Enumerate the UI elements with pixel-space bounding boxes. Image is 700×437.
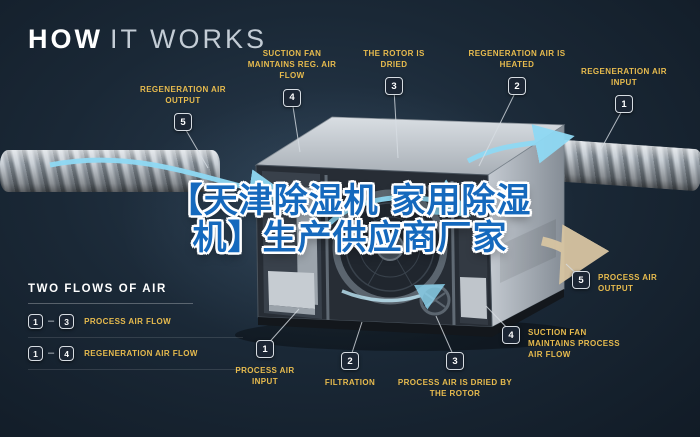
airflow-arrow-rotor <box>328 179 472 225</box>
side-panel-vent <box>500 219 556 283</box>
callout-badge: 5 <box>572 271 590 289</box>
callout-label: SUCTION FAN MAINTAINS PROCESS AIR FLOW <box>528 328 620 360</box>
legend-item-process-air: 1 – 3 PROCESS AIR FLOW <box>28 306 243 338</box>
legend-badge-from: 1 <box>28 346 43 361</box>
callout-rotor-dried: THE ROTOR IS DRIED 3 <box>352 48 436 96</box>
lower-unit-left <box>268 271 315 309</box>
callout-badge: 1 <box>615 95 633 114</box>
callout-badge: 3 <box>446 352 464 370</box>
watermark-line-1: 【天津除湿机 家用除湿 <box>168 181 532 221</box>
callout-label: FILTRATION <box>324 378 376 387</box>
callout-badge: 3 <box>385 77 403 96</box>
callout-label: REGENERATION AIR IS HEATED <box>468 49 566 70</box>
callout-label: SUCTION FAN MAINTAINS REG. AIR FLOW <box>247 49 337 81</box>
callout-suction-fan-reg: SUCTION FAN MAINTAINS REG. AIR FLOW 4 <box>244 48 340 107</box>
legend-badge-to: 3 <box>59 314 75 329</box>
legend-label: PROCESS AIR FLOW <box>84 317 172 326</box>
lower-unit-right <box>460 277 487 319</box>
callout-label: REGENERATION AIR INPUT <box>581 67 667 88</box>
process-airflow-arrow-in <box>49 157 289 209</box>
legend-badge-from: 1 <box>28 314 43 329</box>
callout-badge: 4 <box>283 88 301 107</box>
two-flows-legend: TWO FLOWS OF AIR 1 – 3 PROCESS AIR FLOW … <box>28 283 268 370</box>
callout-process-air-dried: 3 PROCESS AIR IS DRIED BY THE ROTOR <box>395 352 515 399</box>
callout-process-air-output: 5 PROCESS AIR OUTPUT <box>572 271 682 294</box>
callout-label: PROCESS AIR OUTPUT <box>598 273 658 294</box>
legend-label: REGENERATION AIR FLOW <box>84 349 198 358</box>
callout-label: PROCESS AIR IS DRIED BY THE ROTOR <box>397 378 513 399</box>
callout-label: REGENERATION AIR OUTPUT <box>140 85 226 106</box>
callout-badge: 2 <box>508 77 526 96</box>
callout-filtration: 2 FILTRATION <box>310 352 390 388</box>
watermark-line-2: 机】生产供应商厂家 <box>192 218 508 259</box>
process-airflow-arrow-lower <box>341 284 446 310</box>
callout-badge: 4 <box>502 326 520 344</box>
title-bold: HOW <box>28 24 103 54</box>
legend-heading: TWO FLOWS OF AIR <box>28 283 167 295</box>
callout-badge: 2 <box>341 352 359 370</box>
legend-range-dash: – <box>48 347 55 359</box>
machine-base <box>258 289 564 337</box>
callout-regeneration-air-heated: REGENERATION AIR IS HEATED 2 <box>458 48 576 96</box>
legend-item-regeneration-air: 1 – 4 REGENERATION AIR FLOW <box>28 338 243 370</box>
callout-badge: 1 <box>256 340 274 358</box>
legend-divider <box>28 303 193 304</box>
callout-regeneration-air-output: REGENERATION AIR OUTPUT 5 <box>140 84 226 132</box>
callout-process-air-input: 1 PROCESS AIR INPUT <box>222 340 308 387</box>
desiccant-rotor <box>332 189 448 305</box>
callout-suction-fan-process: 4 SUCTION FAN MAINTAINS PROCESS AIR FLOW <box>502 326 630 361</box>
callout-regeneration-air-input: REGENERATION AIR INPUT 1 <box>578 66 670 114</box>
watermark-text: 【天津除湿机 家用除湿 机】生产供应商厂家 <box>0 181 700 259</box>
title-light: IT WORKS <box>109 24 267 54</box>
legend-badge-to: 4 <box>59 346 75 361</box>
legend-range-dash: – <box>48 315 55 327</box>
divider-left <box>324 174 330 322</box>
callout-badge: 5 <box>174 113 192 132</box>
callout-label: PROCESS AIR INPUT <box>235 366 295 387</box>
callout-label: THE ROTOR IS DRIED <box>363 49 425 70</box>
